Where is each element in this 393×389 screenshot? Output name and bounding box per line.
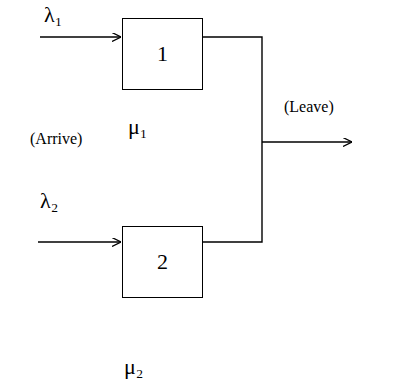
server-number: 2 xyxy=(157,249,168,275)
arrival-arrow xyxy=(38,241,121,242)
server-number: 1 xyxy=(157,41,168,67)
server-box: 1 xyxy=(122,18,203,90)
server-box: 2 xyxy=(122,226,203,298)
departure-arrow xyxy=(262,141,352,142)
flow-label: (Leave) xyxy=(284,98,334,116)
flow-label: (Arrive) xyxy=(30,130,82,148)
rate-symbol: λ₂ xyxy=(40,188,58,214)
arrival-arrow xyxy=(40,36,121,37)
rate-symbol: μ₂ xyxy=(124,354,143,380)
departure-wire xyxy=(203,37,262,242)
rate-symbol: λ₁ xyxy=(44,2,62,28)
rate-symbol: μ₁ xyxy=(128,114,147,140)
